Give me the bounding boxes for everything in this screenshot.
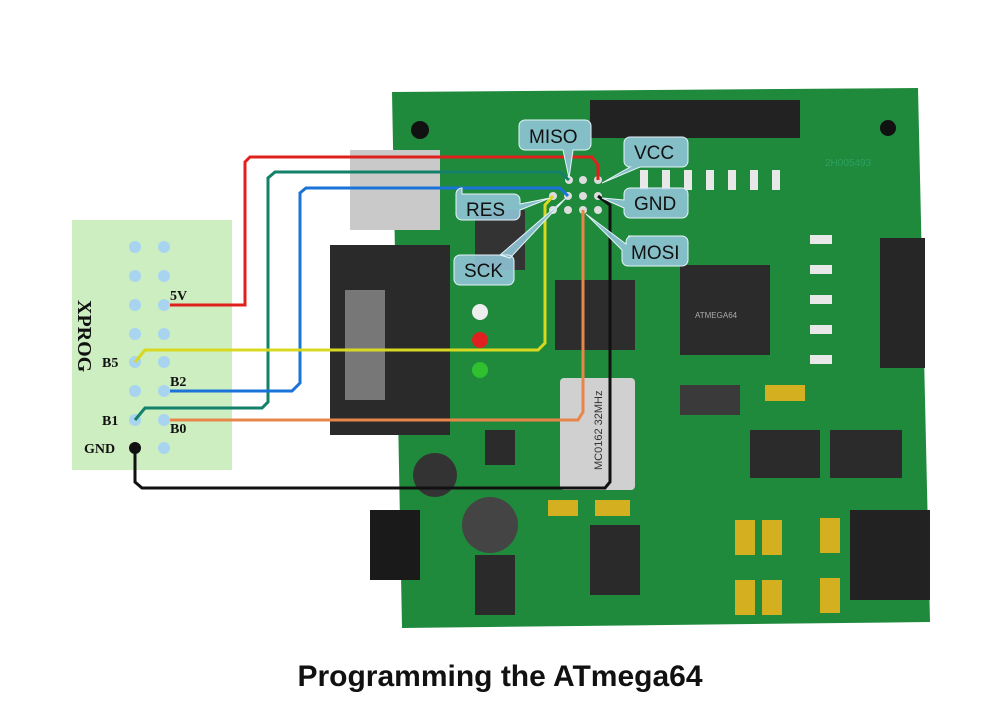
mounting-hole <box>880 120 896 136</box>
callout-res <box>455 187 551 221</box>
pin-header-right <box>880 238 925 368</box>
led-white <box>472 304 488 320</box>
inductor <box>413 453 457 497</box>
xprog-title: XPROG <box>73 300 95 373</box>
label-gnd: GND <box>634 194 676 215</box>
wire-5v <box>170 155 600 307</box>
pin-label-gnd: GND <box>84 442 115 457</box>
caption: Programming the ATmega64 <box>297 660 703 693</box>
microcontroller-chip <box>680 265 770 355</box>
board-serial: 2H005493 <box>825 158 872 169</box>
mounting-hole <box>411 121 429 139</box>
usb-port <box>350 150 440 230</box>
pin-label-b5: B5 <box>102 356 118 371</box>
ic-buffer <box>830 430 902 478</box>
isp-callouts <box>453 119 689 286</box>
power-jack <box>370 510 420 580</box>
chip-text: ATMEGA64 <box>695 311 738 320</box>
led-red <box>472 332 488 348</box>
label-sck: SCK <box>464 261 503 282</box>
wires <box>133 155 612 490</box>
led-green <box>472 362 488 378</box>
callout-mosi <box>585 213 689 267</box>
label-vcc: VCC <box>634 143 674 164</box>
capacitor <box>462 497 518 553</box>
ic-socket <box>850 510 930 600</box>
pcb-board: ATMEGA64 MC0162 32MHz 2H005493 <box>330 88 930 628</box>
label-res: RES <box>466 200 505 221</box>
pin-label-b2: B2 <box>170 375 186 390</box>
wire-b2 <box>170 186 570 393</box>
pin-label-b1: B1 <box>102 414 118 429</box>
callout-vcc <box>601 136 689 184</box>
crystal-oscillator <box>560 378 635 490</box>
pin-label-5v: 5V <box>170 289 187 304</box>
label-miso: MISO <box>529 127 578 148</box>
label-mosi: MOSI <box>631 243 680 264</box>
callout-gnd <box>601 187 689 219</box>
wire-b1 <box>133 170 570 421</box>
crystal-text: MC0162 32MHz <box>593 391 605 470</box>
ic-usb <box>555 280 635 350</box>
callout-sck <box>453 197 567 286</box>
ic-buffer <box>750 430 820 478</box>
xprog-connector <box>72 220 232 470</box>
wire-b0 <box>170 210 585 422</box>
wire-gnd <box>133 194 612 490</box>
pin-label-b0: B0 <box>170 422 186 437</box>
wire-b5 <box>133 195 555 363</box>
callout-miso <box>518 119 592 179</box>
regulator <box>590 525 640 595</box>
pin-header-top <box>590 100 800 138</box>
resistor-array <box>640 170 832 364</box>
